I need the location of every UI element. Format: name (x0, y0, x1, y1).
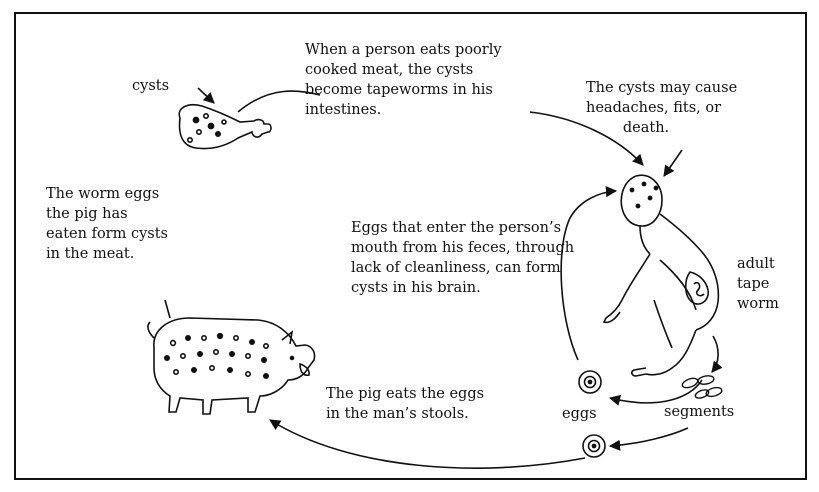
arrow-segments-to-lower-egg (610, 428, 688, 446)
arrow-segments-to-eggs (610, 380, 702, 403)
arrow-pig-to-text (165, 300, 170, 318)
eating-text: When a person eats poorly cooked meat, t… (305, 40, 502, 120)
arrow-eggs-to-pig (270, 420, 585, 468)
crouching-man-icon (604, 175, 718, 376)
arrow-cysts-to-leg (198, 88, 214, 103)
pig-eats-text: The pig eats the eggs in the man’s stool… (326, 384, 484, 424)
adult-tapeworm-label: adult tape worm (737, 254, 779, 314)
self-infection-text: Eggs that enter the person’s mouth from … (351, 218, 574, 298)
arrow-symptoms-to-head (664, 150, 682, 176)
arrow-body-to-segments (712, 336, 718, 372)
segments-label: segments (664, 402, 734, 422)
meat-leg-icon (179, 105, 271, 149)
pig-icon (148, 318, 315, 414)
egg-icon-upper (579, 371, 601, 393)
cysts-label: cysts (132, 76, 169, 96)
eggs-label: eggs (562, 404, 597, 424)
egg-icon-lower (583, 435, 605, 457)
worm-eggs-text: The worm eggs the pig has eaten form cys… (46, 184, 168, 264)
symptoms-text: The cysts may cause headaches, fits, or … (586, 78, 737, 138)
segments-icon (681, 375, 723, 400)
